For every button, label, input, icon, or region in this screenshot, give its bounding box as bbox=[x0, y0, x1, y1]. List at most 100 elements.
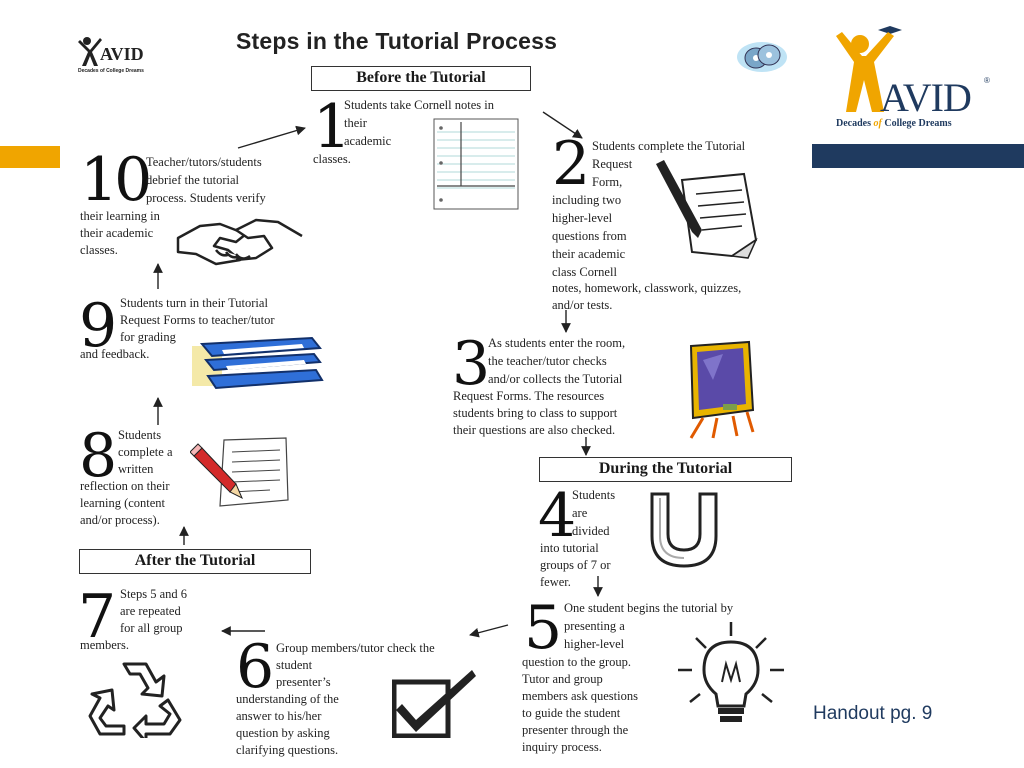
step-1-line: their bbox=[344, 116, 367, 130]
step-1-number: 1 bbox=[313, 92, 352, 162]
step-8-line: learning (content bbox=[80, 496, 166, 510]
cd-discs-icon bbox=[737, 42, 787, 72]
recycle-icon bbox=[88, 662, 182, 738]
step-2-line: Request bbox=[592, 157, 633, 171]
step-9-line: for grading bbox=[120, 330, 176, 344]
step-1-line: Students take Cornell notes in bbox=[344, 98, 494, 112]
step-4-line: fewer. bbox=[540, 575, 571, 589]
step-5-line: presenting a bbox=[564, 619, 625, 633]
step-7-number: 7 bbox=[78, 582, 117, 652]
before-tutorial-box: Before the Tutorial bbox=[311, 66, 531, 91]
step-2-number: 2 bbox=[552, 129, 591, 199]
step-6-line: understanding of the bbox=[236, 692, 339, 706]
step-5-line: Tutor and group bbox=[522, 672, 603, 686]
step-9-line: Students turn in their Tutorial bbox=[120, 296, 268, 310]
step-6-number: 6 bbox=[236, 632, 275, 702]
step-7-line: are repeated bbox=[120, 604, 181, 618]
step-3-line: Request Forms. The resources bbox=[453, 389, 605, 403]
step-8-line: and/or process). bbox=[80, 513, 160, 527]
gold-stripe bbox=[0, 146, 60, 168]
horseshoe-icon bbox=[650, 492, 718, 568]
step-5-line: One student begins the tutorial by bbox=[564, 601, 734, 615]
step-2-line: notes, homework, classwork, quizzes, bbox=[552, 281, 742, 295]
step-3-line: As students enter the room, bbox=[488, 336, 626, 350]
step-4-number: 4 bbox=[538, 481, 577, 551]
step-3-line: students bring to class to support bbox=[453, 406, 618, 420]
step-7-line: members. bbox=[80, 638, 129, 652]
step-5-line: to guide the student bbox=[522, 706, 621, 720]
step-3-number: 3 bbox=[452, 329, 491, 399]
step-10-line: their academic bbox=[80, 226, 154, 240]
step-8-line: Students bbox=[118, 428, 162, 442]
step-4-line: Students bbox=[572, 488, 616, 502]
logo-tagline: Decades of College Dreams bbox=[836, 118, 952, 129]
avid-logo: AVID ® Decades of College Dreams bbox=[832, 22, 1002, 132]
handshake-icon bbox=[176, 218, 303, 266]
step-5-line: question to the group. bbox=[522, 655, 632, 669]
step-3-line: their questions are also checked. bbox=[453, 423, 616, 437]
step-5-line: members ask questions bbox=[522, 689, 638, 703]
navy-stripe bbox=[812, 144, 1024, 168]
step-5-line: presenter through the bbox=[522, 723, 629, 737]
step-2-line: their academic bbox=[552, 247, 626, 261]
step-6-line: answer to his/her bbox=[236, 709, 322, 723]
step-10-line: process. Students verify bbox=[146, 191, 266, 205]
registered-mark: ® bbox=[984, 76, 990, 85]
small-logo-name: AVID bbox=[100, 44, 144, 64]
step-9-line: and feedback. bbox=[80, 347, 150, 361]
graduate-figure-icon bbox=[836, 26, 902, 112]
after-tutorial-box: After the Tutorial bbox=[79, 549, 311, 574]
step-10-line: their learning in bbox=[80, 209, 160, 223]
step-10-line: Teacher/tutors/students bbox=[146, 155, 262, 169]
step-8-line: written bbox=[118, 462, 154, 476]
arrow-5-to-6 bbox=[469, 624, 509, 638]
step-5-number: 5 bbox=[524, 593, 563, 663]
step-7-line: Steps 5 and 6 bbox=[120, 587, 188, 601]
step-4-line: are bbox=[572, 506, 588, 520]
arrow-1-to-2 bbox=[542, 111, 583, 139]
tagline-of: of bbox=[873, 118, 882, 129]
step-3-line: the teacher/tutor checks bbox=[488, 354, 607, 368]
step-6-line: student bbox=[276, 658, 313, 672]
step-8-line: reflection on their bbox=[80, 479, 170, 493]
step-2-line: questions from bbox=[552, 229, 627, 243]
logo-name: AVID bbox=[880, 75, 972, 120]
step-6-line: clarifying questions. bbox=[236, 743, 339, 757]
step-2-line: including two bbox=[552, 193, 622, 207]
step-7-line: for all group bbox=[120, 621, 183, 635]
graduate-figure-icon bbox=[78, 37, 102, 66]
step-4-line: divided bbox=[572, 524, 610, 538]
pencil-paper-icon bbox=[190, 437, 289, 507]
step-1-line: academic bbox=[344, 134, 392, 148]
step-5-line: inquiry process. bbox=[522, 740, 602, 754]
pen-and-form-icon bbox=[656, 160, 758, 259]
step-2-line: Form, bbox=[592, 175, 623, 189]
step-2-line: and/or tests. bbox=[552, 298, 613, 312]
step-1-line: classes. bbox=[313, 152, 351, 166]
inbox-trays-icon bbox=[192, 336, 324, 390]
tagline-post: College Dreams bbox=[884, 118, 952, 129]
step-6-line: question by asking bbox=[236, 726, 330, 740]
step-9-line: Request Forms to teacher/tutor bbox=[120, 313, 275, 327]
step-6-line: presenter’s bbox=[276, 675, 331, 689]
step-2-line: class Cornell bbox=[552, 265, 617, 279]
step-10-number: 10 bbox=[80, 145, 152, 215]
handout-reference: Handout pg. 9 bbox=[813, 703, 933, 724]
chalkboard-icon bbox=[689, 340, 755, 439]
arrow-10-to-1 bbox=[237, 125, 306, 149]
checkmark-box-icon bbox=[392, 670, 476, 738]
small-logo-tagline: Decades of College Dreams bbox=[78, 68, 144, 74]
step-4-line: groups of 7 or bbox=[540, 558, 611, 572]
tagline-pre: Decades bbox=[836, 118, 871, 129]
step-9-number: 9 bbox=[79, 291, 118, 361]
step-10-line: debrief the tutorial bbox=[146, 173, 240, 187]
step-8-number: 8 bbox=[79, 421, 118, 491]
lightbulb-icon bbox=[678, 622, 784, 722]
step-5-line: higher-level bbox=[564, 637, 625, 651]
step-2-line: Students complete the Tutorial bbox=[592, 139, 746, 153]
step-2-line: higher-level bbox=[552, 211, 613, 225]
step-8-line: complete a bbox=[118, 445, 173, 459]
cornell-notes-icon bbox=[433, 118, 519, 210]
step-6-line: Group members/tutor check the bbox=[276, 641, 435, 655]
step-3-line: and/or collects the Tutorial bbox=[488, 372, 623, 386]
